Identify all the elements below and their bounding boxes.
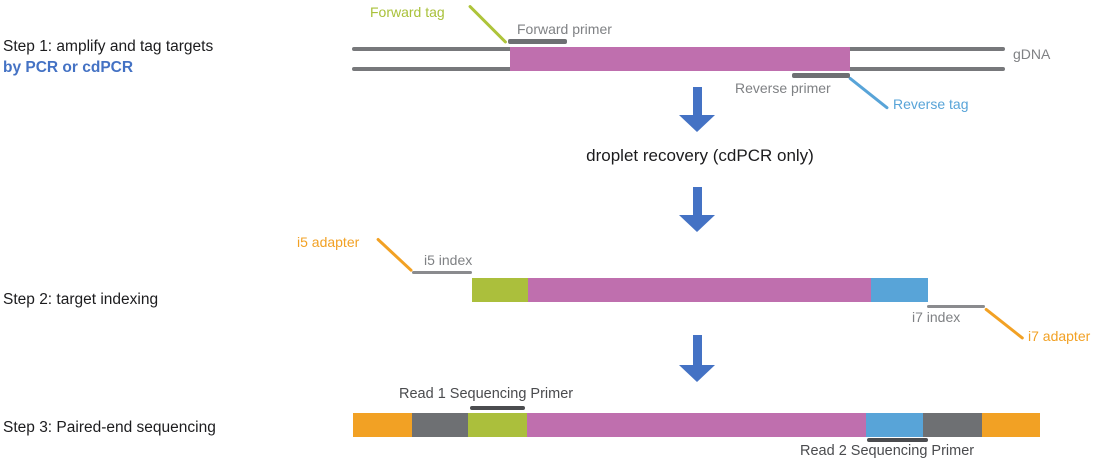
forward-tag-label: Forward tag — [370, 4, 445, 20]
primer-segment — [412, 413, 468, 437]
step2-title: Step 2: target indexing — [3, 291, 159, 308]
down-arrow-icon — [679, 335, 715, 382]
target-region-segment — [527, 413, 866, 437]
i5-index-label: i5 index — [424, 252, 473, 268]
i7-adapter-connector-line — [984, 307, 1025, 341]
target-region-segment — [528, 278, 871, 302]
read1-sequencing-primer-label: Read 1 Sequencing Primer — [399, 386, 574, 402]
reverse-primer-bar — [792, 73, 850, 78]
forward-primer-label: Forward primer — [517, 21, 612, 37]
primer-segment — [923, 413, 982, 437]
reverse-primer-label: Reverse primer — [735, 80, 831, 96]
i5-adapter-label: i5 adapter — [297, 234, 360, 250]
i7-index-segment — [871, 278, 928, 302]
forward-primer-bar — [508, 39, 567, 44]
step1-title-line2: by PCR or cdPCR — [3, 59, 134, 76]
step3-title: Step 3: Paired-end sequencing — [3, 419, 216, 436]
step1-title: Step 1: amplify and tag targets by PCR o… — [3, 36, 213, 78]
forward-tag-connector-line — [467, 4, 508, 45]
i7-index-line — [927, 305, 985, 308]
gdna-label: gDNA — [1013, 46, 1051, 62]
down-arrow-icon — [679, 187, 715, 232]
i5-index-segment — [468, 413, 527, 437]
p7-adapter-segment — [982, 413, 1040, 437]
i5-index-segment — [472, 278, 528, 302]
read1-primer-line — [470, 406, 525, 410]
sequencing-library-bar — [353, 413, 1040, 437]
i7-index-segment — [866, 413, 923, 437]
reverse-tag-connector-line — [848, 76, 890, 110]
droplet-recovery-label: droplet recovery (cdPCR only) — [586, 146, 814, 165]
i7-index-label: i7 index — [912, 309, 961, 325]
down-arrow-icon — [679, 87, 715, 132]
p5-adapter-segment — [353, 413, 412, 437]
read2-sequencing-primer-label: Read 2 Sequencing Primer — [800, 443, 975, 459]
target-region-segment — [510, 47, 850, 71]
read2-primer-line — [867, 438, 928, 442]
i7-adapter-label: i7 adapter — [1028, 328, 1091, 344]
indexed-amplicon-bar — [472, 278, 928, 302]
reverse-tag-label: Reverse tag — [893, 96, 969, 112]
i5-adapter-connector-line — [375, 237, 414, 273]
i5-index-line — [412, 271, 472, 274]
step1-title-line1: Step 1: amplify and tag targets — [3, 38, 214, 55]
